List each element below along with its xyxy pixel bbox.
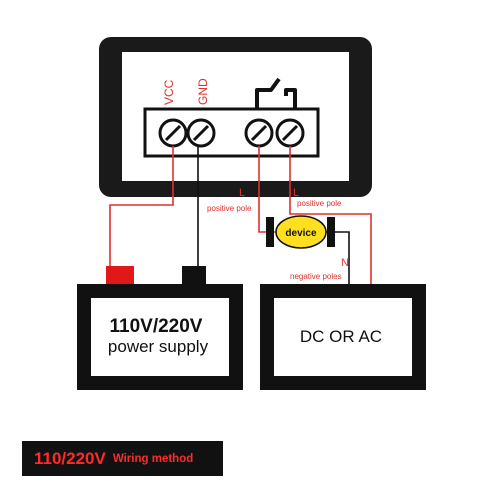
l-label-right: L [293, 187, 299, 199]
device-body [275, 215, 327, 249]
positive-pole-label-right: positive pole [297, 199, 342, 208]
relay-to-load-wire [289, 146, 372, 287]
power-supply: 110V/220V power supply [77, 266, 243, 390]
relay-contact-icon [284, 88, 297, 110]
load-face [274, 298, 412, 376]
n-label: N [341, 257, 349, 269]
power-supply-caption: power supply [108, 337, 209, 356]
positive-terminal [106, 266, 134, 285]
device: device [266, 215, 335, 249]
device-label: device [285, 228, 317, 239]
vcc-wire [109, 146, 174, 268]
power-supply-face [91, 298, 229, 376]
negative-terminal [182, 266, 206, 285]
load: DC OR AC [260, 284, 426, 390]
load-label: DC OR AC [300, 327, 382, 346]
caption-banner: 110/220V Wiring method [22, 441, 223, 476]
caption-main: 110/220V [34, 448, 106, 468]
terminal-block [143, 107, 320, 158]
device-right-cap [327, 217, 335, 247]
terminal-screw-gnd [186, 118, 216, 148]
caption-sub: Wiring method [112, 452, 194, 465]
terminal-screw-relay-2 [275, 118, 305, 148]
device-left-cap [266, 217, 274, 247]
negative-poles-label: negative poles [290, 272, 342, 281]
terminal-screw-vcc [158, 118, 188, 148]
positive-pole-label-left: positive pole [207, 204, 252, 213]
l-label-left: L [239, 187, 245, 199]
gnd-label: GND [196, 78, 210, 105]
terminal-screw-relay-1 [244, 118, 274, 148]
vcc-label: VCC [162, 79, 176, 105]
relay-switch-icon [255, 77, 281, 110]
power-supply-voltage: 110V/220V [110, 316, 203, 337]
